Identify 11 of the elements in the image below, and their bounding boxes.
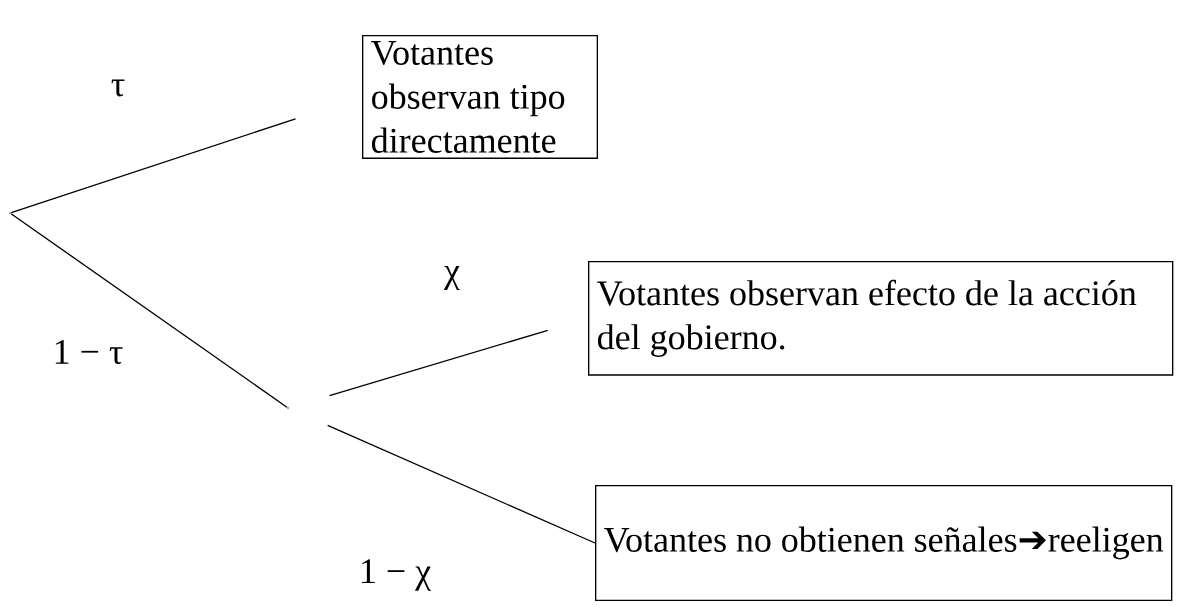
branch-line	[10, 213, 288, 408]
text-box: Votantes no obtienen señales➔reeligen	[595, 485, 1173, 601]
text-box: Votantes observan tipo directamente	[362, 35, 598, 159]
probability-label: 1 − χ	[362, 559, 431, 591]
branch-line	[327, 424, 596, 544]
probability-label: τ	[111, 79, 125, 97]
text-box: Votantes observan efecto de la acción del gobierno.	[588, 261, 1174, 376]
branch-line	[10, 118, 297, 214]
branch-line	[328, 329, 549, 397]
probability-label: χ	[444, 265, 460, 291]
probability-label: 1 − τ	[55, 339, 123, 365]
